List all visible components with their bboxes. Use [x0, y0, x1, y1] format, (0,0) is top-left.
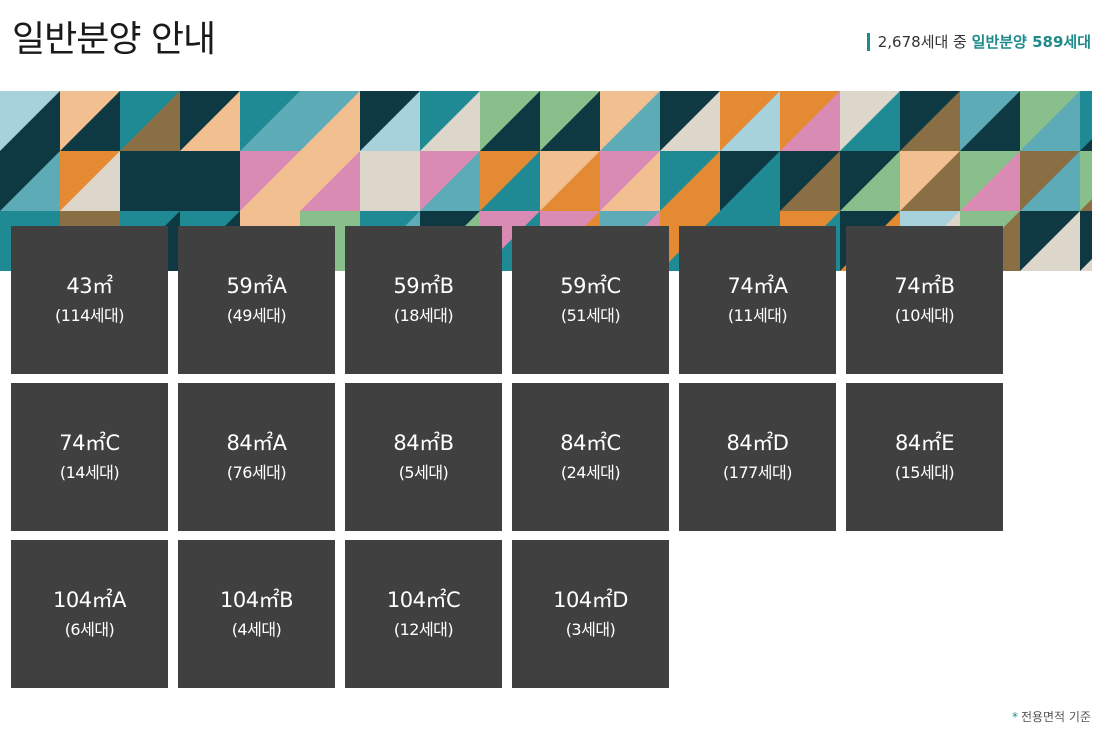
- unit-type-tile[interactable]: 84㎡D (177세대): [679, 383, 836, 531]
- page-title: 일반분양 안내: [12, 19, 216, 60]
- unit-type-tile[interactable]: 43㎡ (114세대): [11, 226, 168, 374]
- unit-household-count: (177세대): [723, 463, 792, 482]
- unit-household-count: (4세대): [231, 620, 282, 639]
- unit-household-count: (6세대): [64, 620, 115, 639]
- unit-household-count: (14세대): [59, 463, 120, 482]
- unit-household-count: (12세대): [393, 620, 454, 639]
- unit-type-tile[interactable]: 84㎡E (15세대): [846, 383, 1003, 531]
- unit-type-tile[interactable]: 84㎡B (5세대): [345, 383, 502, 531]
- unit-type-label: 104㎡C: [386, 588, 461, 612]
- footnote: *전용면적 기준: [1012, 708, 1091, 725]
- unit-type-label: 74㎡C: [59, 431, 120, 455]
- general-sale-count: 일반분양 589세대: [971, 33, 1091, 51]
- unit-household-count: (18세대): [393, 306, 454, 325]
- unit-type-tile[interactable]: 104㎡D (3세대): [512, 540, 669, 688]
- unit-type-grid: 43㎡ (114세대) 59㎡A (49세대) 59㎡B (18세대) 59㎡C (51세대)…: [11, 226, 1003, 688]
- unit-type-tile[interactable]: 104㎡C (12세대): [345, 540, 502, 688]
- unit-type-tile[interactable]: 74㎡B (10세대): [846, 226, 1003, 374]
- unit-type-label: 104㎡D: [553, 588, 628, 612]
- unit-type-label: 59㎡C: [560, 274, 621, 298]
- unit-household-count: (49세대): [226, 306, 287, 325]
- unit-household-count: (10세대): [894, 306, 955, 325]
- unit-type-label: 84㎡E: [895, 431, 955, 455]
- unit-type-tile[interactable]: 59㎡C (51세대): [512, 226, 669, 374]
- total-households: 2,678세대 중: [877, 33, 967, 51]
- unit-type-label: 104㎡B: [220, 588, 294, 612]
- unit-type-tile[interactable]: 59㎡A (49세대): [178, 226, 335, 374]
- unit-type-label: 74㎡A: [727, 274, 788, 298]
- asterisk-mark: *: [1011, 710, 1018, 724]
- unit-type-tile[interactable]: 74㎡C (14세대): [11, 383, 168, 531]
- unit-type-tile[interactable]: 59㎡B (18세대): [345, 226, 502, 374]
- unit-type-label: 104㎡A: [53, 588, 126, 612]
- unit-type-label: 84㎡D: [726, 431, 789, 455]
- geometric-pattern-image: [0, 91, 1092, 271]
- decorative-banner: [0, 91, 1092, 271]
- unit-type-label: 43㎡: [66, 274, 113, 298]
- unit-household-count: (114세대): [55, 306, 124, 325]
- unit-type-label: 59㎡A: [226, 274, 287, 298]
- unit-household-count: (11세대): [727, 306, 788, 325]
- unit-type-tile[interactable]: 104㎡B (4세대): [178, 540, 335, 688]
- unit-household-count: (3세대): [565, 620, 616, 639]
- unit-type-label: 59㎡B: [393, 274, 454, 298]
- unit-household-count: (5세대): [398, 463, 449, 482]
- unit-type-tile[interactable]: 74㎡A (11세대): [679, 226, 836, 374]
- unit-type-tile[interactable]: 84㎡A (76세대): [178, 383, 335, 531]
- unit-type-label: 84㎡B: [393, 431, 454, 455]
- unit-household-count: (76세대): [226, 463, 287, 482]
- footnote-text: 전용면적 기준: [1020, 710, 1091, 724]
- unit-type-tile[interactable]: 84㎡C (24세대): [512, 383, 669, 531]
- unit-household-count: (24세대): [560, 463, 621, 482]
- unit-household-count: (15세대): [894, 463, 955, 482]
- unit-type-label: 84㎡C: [560, 431, 621, 455]
- unit-type-tile[interactable]: 104㎡A (6세대): [11, 540, 168, 688]
- supply-summary: 2,678세대 중 일반분양 589세대: [866, 33, 1091, 51]
- unit-household-count: (51세대): [560, 306, 621, 325]
- unit-type-label: 74㎡B: [894, 274, 955, 298]
- unit-type-label: 84㎡A: [226, 431, 287, 455]
